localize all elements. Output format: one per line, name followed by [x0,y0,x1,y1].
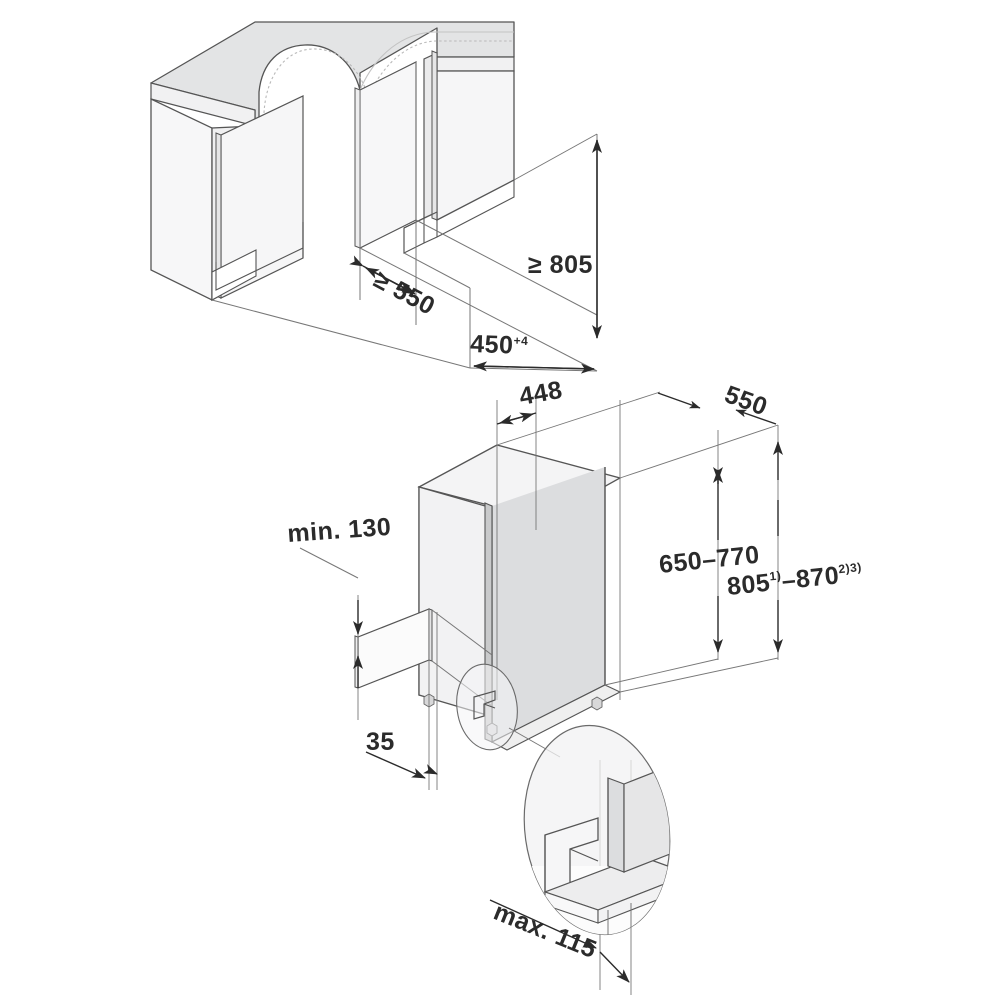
niche-back-wall [354,61,417,249]
dim-appliance-depth: 550 [657,380,777,425]
dim-appliance-width: 448 [496,376,565,425]
dim-label-appliance-depth: 550 [721,380,771,421]
dim-label-appliance-height: 8051)–8702)3) [726,559,864,601]
dim-plinth-setback: 35 [365,728,438,779]
appliance-body [417,444,622,751]
plinth-detail-source-ellipse [456,663,518,751]
dim-label-appliance-width: 448 [517,376,564,411]
dim-niche-depth: ≥ 550 [349,255,440,321]
dim-label-niche-width: 450+4 [470,330,529,360]
dim-front-panel-height: 650–770 [658,467,761,653]
worktop-slab [150,21,515,127]
plinth-detail-callout: max. 115 [489,724,683,983]
dim-appliance-height: 8051)–8702)3) [726,441,864,653]
dim-label-plinth-min-height: min. 130 [286,513,392,548]
dim-label-niche-depth: ≥ 550 [369,266,439,321]
dim-niche-height: ≥ 805 [528,139,602,339]
left-cabinet [150,95,304,302]
niche-view: ≥ 550 450+4 ≥ 805 [150,21,602,374]
dim-label-niche-height: ≥ 805 [528,251,593,279]
dim-niche-width: 450+4 [470,330,595,374]
dim-label-plinth-setback: 35 [366,728,395,756]
right-cabinet [403,50,515,254]
appliance-view: 448 550 650–770 8051)–8702)3) [286,376,864,995]
